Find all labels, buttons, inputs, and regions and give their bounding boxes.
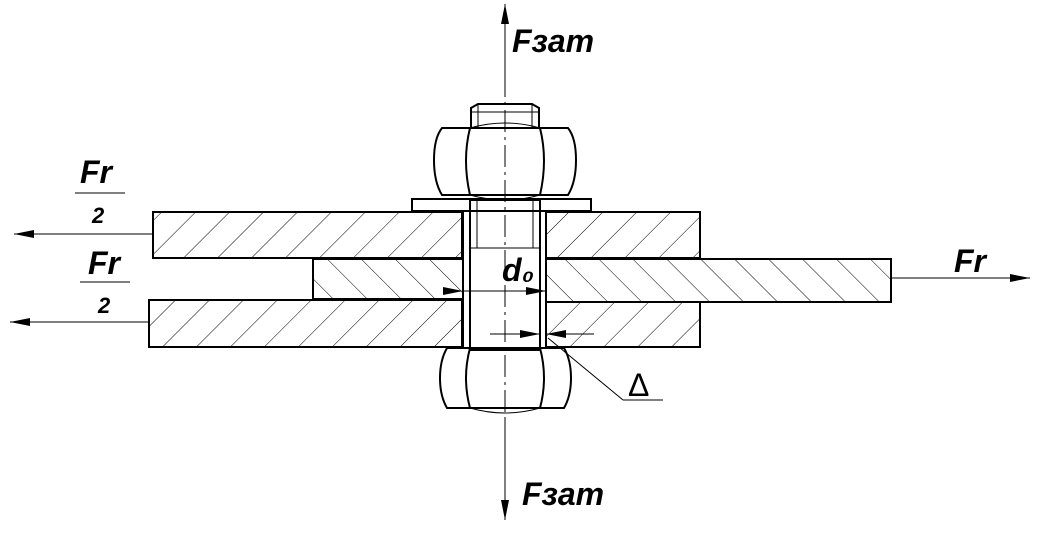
washer	[411, 198, 592, 212]
label-hole-diameter: d₀	[502, 252, 534, 288]
bottom-plate-right	[545, 301, 701, 348]
label-half-bottom-num: Fr	[88, 245, 122, 281]
label-clearance: Δ	[628, 367, 649, 403]
label-force-right: Fr	[954, 243, 988, 279]
label-half-top-den: 2	[91, 203, 105, 228]
top-plate-right	[545, 211, 701, 259]
top-plate-left	[152, 211, 463, 259]
middle-plate-right	[545, 258, 892, 303]
middle-plate-left	[312, 258, 464, 300]
label-half-bottom-den: 2	[97, 293, 111, 318]
bottom-plate-left	[148, 299, 463, 348]
label-half-top-num: Fr	[80, 154, 114, 190]
label-force-bottom: Fзат	[522, 476, 604, 512]
clearance-leader	[547, 337, 624, 401]
bolt-head	[438, 347, 573, 414]
label-force-top: Fзат	[512, 23, 594, 59]
